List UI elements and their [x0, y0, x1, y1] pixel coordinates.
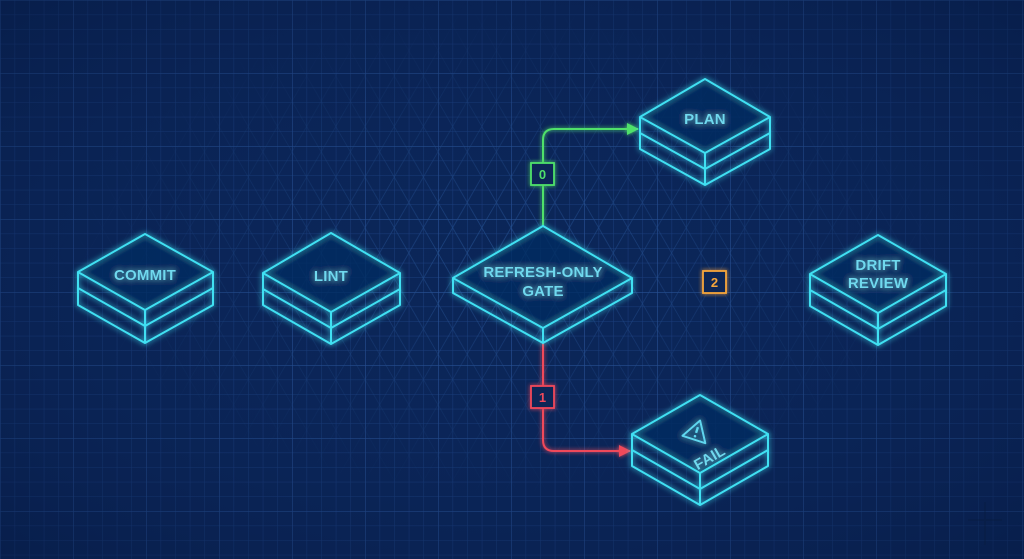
node-label-gate-line1: REFRESH-ONLY [483, 264, 602, 281]
node-label-commit: COMMIT [114, 267, 176, 284]
node-label-drift-line1: DRIFT [855, 257, 900, 274]
branch-badge-2: 2 [703, 271, 726, 293]
node-label-drift-line2: REVIEW [848, 275, 909, 292]
branch-badge-0: 0 [531, 163, 554, 185]
branch-badge-1: 1 [531, 386, 554, 408]
node-label-lint: LINT [314, 268, 348, 285]
branch-label-0: 0 [539, 167, 546, 182]
node-label-gate-line2: GATE [522, 283, 563, 300]
branch-label-2: 2 [711, 275, 718, 290]
node-label-plan: PLAN [684, 111, 726, 128]
branch-label-1: 1 [539, 390, 546, 405]
